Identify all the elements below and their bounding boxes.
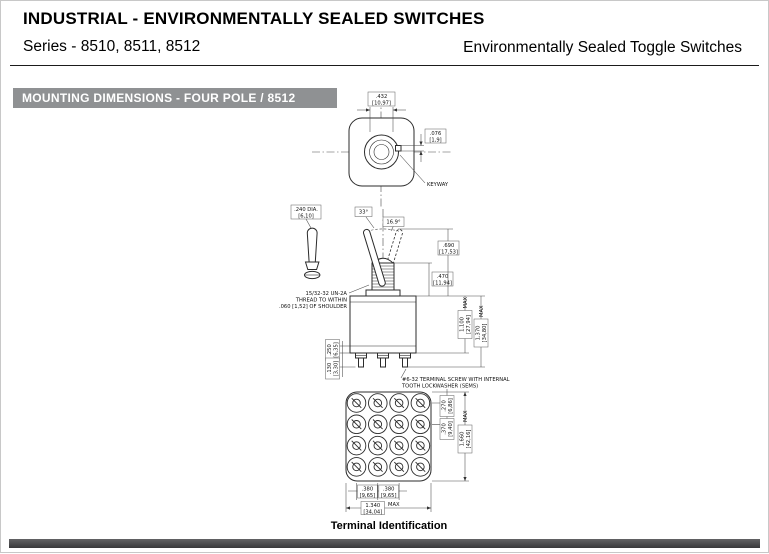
terminal-grid-screws [346, 393, 431, 477]
section-banner: MOUNTING DIMENSIONS - FOUR POLE / 8512 [13, 88, 337, 108]
section-banner-label: MOUNTING DIMENSIONS - FOUR POLE / 8512 [22, 91, 296, 105]
angle-throw-label: 33° [359, 210, 369, 216]
terminal-identification-caption: Terminal Identification [331, 520, 448, 532]
top-view-drawing: .432 [10,97] .076 [1,9] KEYWAY [312, 91, 453, 207]
dim-lever-dia-in: .240 DIA. [294, 207, 318, 213]
header-rule [10, 65, 759, 66]
footer-bar [9, 539, 760, 548]
dim-row-offset-in: .270 [442, 400, 448, 412]
terminal-grid-drawing: .380 [9,65] .380 [9,65] 1.340 [34,04] MA… [345, 389, 473, 515]
series-subtitle: Series - 8510, 8511, 8512 [23, 38, 201, 55]
dim-body-height-in: 1.100 [460, 317, 466, 332]
dim-row-pitch-mm: [9,40] [448, 421, 454, 437]
dim-overall-height-max: MAX [479, 305, 485, 317]
page-title: INDUSTRIAL - ENVIRONMENTALLY SEALED SWIT… [23, 9, 485, 28]
dim-terminal-depth-in: .130 [327, 363, 333, 375]
keyway-notch [395, 145, 402, 152]
screw-note-line2: TOOTH LOCKWASHER (SEMS) [401, 384, 478, 390]
dim-body-height-max: MAX [463, 296, 469, 308]
dim-overall-width-in: 1.340 [365, 503, 380, 509]
dim-overall-height-mm: [34,80] [482, 324, 488, 343]
dim-overall-width-mm: [34,04] [363, 509, 382, 515]
dim-grid-height-max: MAX [463, 410, 469, 422]
product-family-subtitle: Environmentally Sealed Toggle Switches [463, 39, 742, 56]
dim-bushing-height-mm: [11,94] [433, 281, 452, 287]
dim-lever-height-mm: [17,53] [439, 250, 458, 256]
dim-lever-dia-mm: [6,10] [298, 213, 314, 219]
dim-col-pitch-2-mm: [9,65] [381, 493, 397, 499]
dim-col-pitch-1-in: .380 [362, 487, 374, 493]
dim-bushing-dia-in: .432 [376, 94, 388, 100]
dim-bushing-dia-mm: [10,97] [372, 101, 391, 107]
angle-half-label: 16.9° [386, 220, 401, 226]
keyway-label: KEYWAY [427, 182, 449, 188]
dim-lever-height-in: .690 [443, 243, 455, 249]
thread-note-line2: THREAD TO WITHIN [295, 298, 347, 304]
thread-note-line3: .060 [1,52] OF SHOULDER [279, 304, 347, 310]
dim-overall-width-max: MAX [388, 502, 400, 508]
dim-col-pitch-1-mm: [9,65] [360, 493, 376, 499]
dim-row-pitch-in: .370 [442, 423, 448, 435]
dim-row-offset-mm: [6,86] [448, 398, 454, 414]
dim-grid-height-mm: [42,16] [466, 430, 472, 449]
dim-keyway-width-in: .076 [430, 131, 442, 137]
dim-body-height-mm: [27,94] [466, 315, 472, 334]
screw-note-line1: #6-32 TERMINAL SCREW WITH INTERNAL [402, 377, 510, 383]
dim-terminal-depth-mm: [3,30] [334, 361, 340, 377]
thread-note-line1: 15/32-32 UN-2A [306, 291, 348, 297]
dim-col-pitch-2-in: .380 [383, 487, 395, 493]
lever-detail-drawing: .240 DIA. [6,10] [290, 204, 322, 280]
dim-overall-height-in: 1.370 [476, 326, 482, 341]
dim-bushing-height-in: .470 [437, 274, 449, 280]
dim-grid-height-in: 1.660 [460, 432, 466, 447]
dim-terminal-offset-mm: [6,35] [334, 342, 340, 358]
dim-keyway-width-mm: [1,9] [429, 138, 441, 144]
front-view-drawing: 33° 16.9° 15/32-32 UN-2A THREAD TO WITHI… [279, 206, 510, 390]
dim-terminal-offset-in: .250 [327, 344, 333, 356]
